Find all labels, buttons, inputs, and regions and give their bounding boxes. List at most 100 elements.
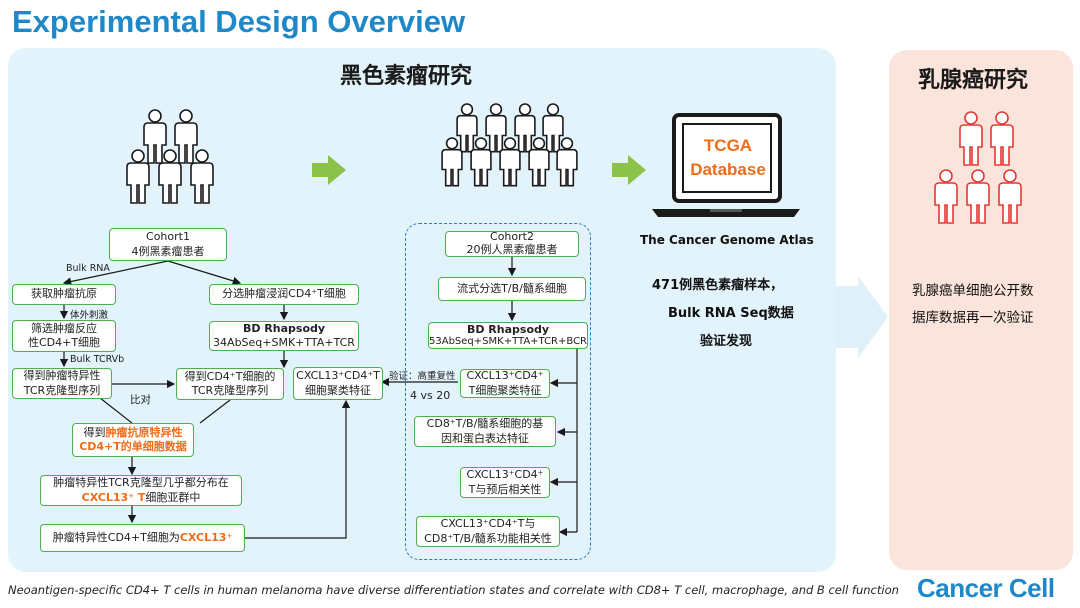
tcr-dist-highlight: CXCL13⁺ T (81, 490, 146, 504)
cohort1-box: Cohort1 4例黑素瘤患者 (109, 228, 227, 261)
cluster-feature-box-2: CXCL13⁺CD4⁺ T细胞聚类特征 (460, 369, 550, 398)
person-icon (542, 103, 564, 153)
sort-cd4-box: 分选肿瘤浸润CD4⁺T细胞 (209, 284, 359, 305)
flow-sort-box: 流式分选T/B/髓系细胞 (438, 277, 586, 301)
function-correlation-box: CXCL13⁺CD4⁺T与 CD8⁺T/B/髓系功能相关性 (416, 516, 560, 547)
bd-detail-2: 53AbSeq+SMK+TTA+TCR+BCR (429, 336, 587, 348)
laptop-icon (652, 113, 800, 217)
get-antigen-box: 获取肿瘤抗原 (12, 284, 116, 305)
prog-line2: T与预后相关性 (468, 482, 542, 496)
person-icon (470, 137, 492, 187)
expr-line1: CD8⁺T/B/髓系细胞的基 (426, 417, 544, 431)
tcr-dist-post: 细胞亚群中 (145, 490, 201, 504)
person-icon (158, 149, 182, 204)
green-arrow-icon-2 (612, 155, 646, 185)
tcga-screen-line2: Database (690, 159, 766, 179)
tcga-line-2: Bulk RNA Seq数据 (668, 306, 794, 321)
person-icon (998, 169, 1022, 224)
validation-label: 验证：高重复性 (389, 371, 456, 382)
person-icon (990, 111, 1014, 166)
expression-feature-box: CD8⁺T/B/髓系细胞的基 因和蛋白表达特征 (414, 416, 556, 447)
get-tcr-line1: 得到肿瘤特异性 (23, 369, 101, 383)
get-tcr-line2: TCR克隆型序列 (23, 383, 101, 397)
page-title: Experimental Design Overview (12, 4, 466, 39)
person-icon (556, 137, 578, 187)
bd-rhapsody-box-2: BD Rhapsody 53AbSeq+SMK+TTA+TCR+BCR (428, 322, 588, 349)
cohort2-desc: 20例人黑素瘤患者 (466, 243, 558, 256)
tcga-screen-line1: TCGA (703, 136, 753, 155)
final-conclusion-text: 肿瘤特异性CD4+T细胞为CXCL13⁺ (53, 531, 232, 545)
bd-title-2: BD Rhapsody (466, 322, 550, 336)
func-line1: CXCL13⁺CD4⁺T与 (440, 517, 536, 531)
screen-cd4-box: 筛选肿瘤反应 性CD4+T细胞 (12, 320, 116, 352)
tcga-line-1: 471例黑色素瘤样本， (652, 278, 784, 293)
screen-cd4-line2: 性CD4+T细胞 (27, 336, 101, 349)
person-icon (126, 149, 150, 204)
journal-logo: Cancer Cell (917, 573, 1055, 603)
bd-title-1: BD Rhapsody (242, 321, 326, 335)
sort-cd4-text: 分选肿瘤浸润CD4⁺T细胞 (222, 287, 346, 301)
people-icon-cohort2 (441, 103, 578, 187)
get-antigen-text: 获取肿瘤抗原 (31, 287, 97, 301)
cluster1-line2: 细胞聚类特征 (305, 383, 371, 397)
cluster2-line1: CXCL13⁺CD4⁺ (466, 369, 544, 383)
breast-heading: 乳腺癌研究 (918, 68, 1029, 93)
prognosis-box: CXCL13⁺CD4⁺ T与预后相关性 (460, 467, 550, 498)
validation-ratio: 4 vs 20 (410, 389, 451, 402)
in-vitro-label: 体外刺激 (70, 310, 109, 321)
person-icon (485, 103, 507, 153)
cohort1-name: Cohort1 (146, 230, 190, 244)
person-icon (190, 149, 214, 204)
tcr-dist-line1: 肿瘤特异性TCR克隆型几乎都分布在 (53, 476, 229, 490)
big-right-arrow-icon (836, 276, 888, 358)
cd4-tcr-line2: TCR克隆型序列 (191, 384, 269, 397)
get-tcr-box: 得到肿瘤特异性 TCR克隆型序列 (12, 368, 112, 399)
cohort2-name: Cohort2 (490, 230, 534, 244)
flow-sort-text: 流式分选T/B/髓系细胞 (457, 281, 567, 295)
person-icon (966, 169, 990, 224)
screen-cd4-line1: 筛选肿瘤反应 (31, 321, 97, 335)
tcga-line-3: 验证发现 (700, 334, 753, 349)
bulk-rna-label: Bulk RNA (66, 263, 110, 274)
cohort1-desc: 4例黑素瘤患者 (131, 244, 205, 258)
paper-citation: Neoantigen-specific CD4+ T cells in huma… (8, 583, 899, 597)
compare-label: 比对 (130, 394, 151, 406)
bd-detail-1: 34AbSeq+SMK+TTA+TCR (213, 336, 355, 349)
cluster-feature-box-1: CXCL13⁺CD4⁺T 细胞聚类特征 (293, 367, 383, 400)
bulk-tcrvb-label: Bulk TCRVb (70, 354, 125, 365)
person-icon (934, 169, 958, 224)
cluster1-line1: CXCL13⁺CD4⁺T (296, 369, 380, 383)
cluster2-line2: T细胞聚类特征 (468, 383, 542, 397)
cd4-tcr-box: 得到CD4⁺T细胞的 TCR克隆型序列 (176, 368, 284, 400)
tcga-caption: The Cancer Genome Atlas (640, 233, 814, 247)
person-icon (143, 109, 167, 164)
cohort2-dashed-frame (405, 223, 591, 560)
person-icon (499, 137, 521, 187)
person-icon (441, 137, 463, 187)
sc-data-pre: 得到 (83, 425, 106, 439)
prog-line1: CXCL13⁺CD4⁺ (466, 468, 544, 482)
bd-rhapsody-box-1: BD Rhapsody 34AbSeq+SMK+TTA+TCR (209, 321, 359, 351)
func-line2: CD8⁺T/B/髓系功能相关性 (424, 531, 552, 545)
breast-line-1: 乳腺癌单细胞公开数 (912, 283, 1034, 299)
sc-data-box: 得到肿瘤抗原特异性 CD4+T的单细胞数据 (72, 423, 194, 457)
green-arrow-icon-1 (312, 155, 346, 185)
final-pre: 肿瘤特异性CD4+T细胞为 (52, 530, 180, 544)
people-icon-breast (934, 111, 1022, 224)
cd4-tcr-line1: 得到CD4⁺T细胞的 (184, 369, 276, 383)
final-highlight: CXCL13⁺ (179, 530, 233, 544)
people-icon-cohort1 (126, 109, 214, 204)
melanoma-heading: 黑色素瘤研究 (340, 64, 473, 89)
tcga-screen-text: TCGA Database (683, 134, 773, 182)
cohort2-box: Cohort2 20例人黑素瘤患者 (445, 231, 579, 257)
person-icon (456, 103, 478, 153)
sc-data-line1: 得到肿瘤抗原特异性 (84, 426, 183, 440)
final-conclusion-box: 肿瘤特异性CD4+T细胞为CXCL13⁺ (40, 524, 245, 552)
sc-data-highlight: 肿瘤抗原特异性 (105, 425, 183, 439)
breast-line-2: 据库数据再一次验证 (912, 310, 1034, 326)
tcr-distribution-box: 肿瘤特异性TCR克隆型几乎都分布在 CXCL13⁺ T细胞亚群中 (40, 475, 242, 506)
expr-line2: 因和蛋白表达特征 (441, 431, 529, 445)
person-icon (174, 109, 198, 164)
